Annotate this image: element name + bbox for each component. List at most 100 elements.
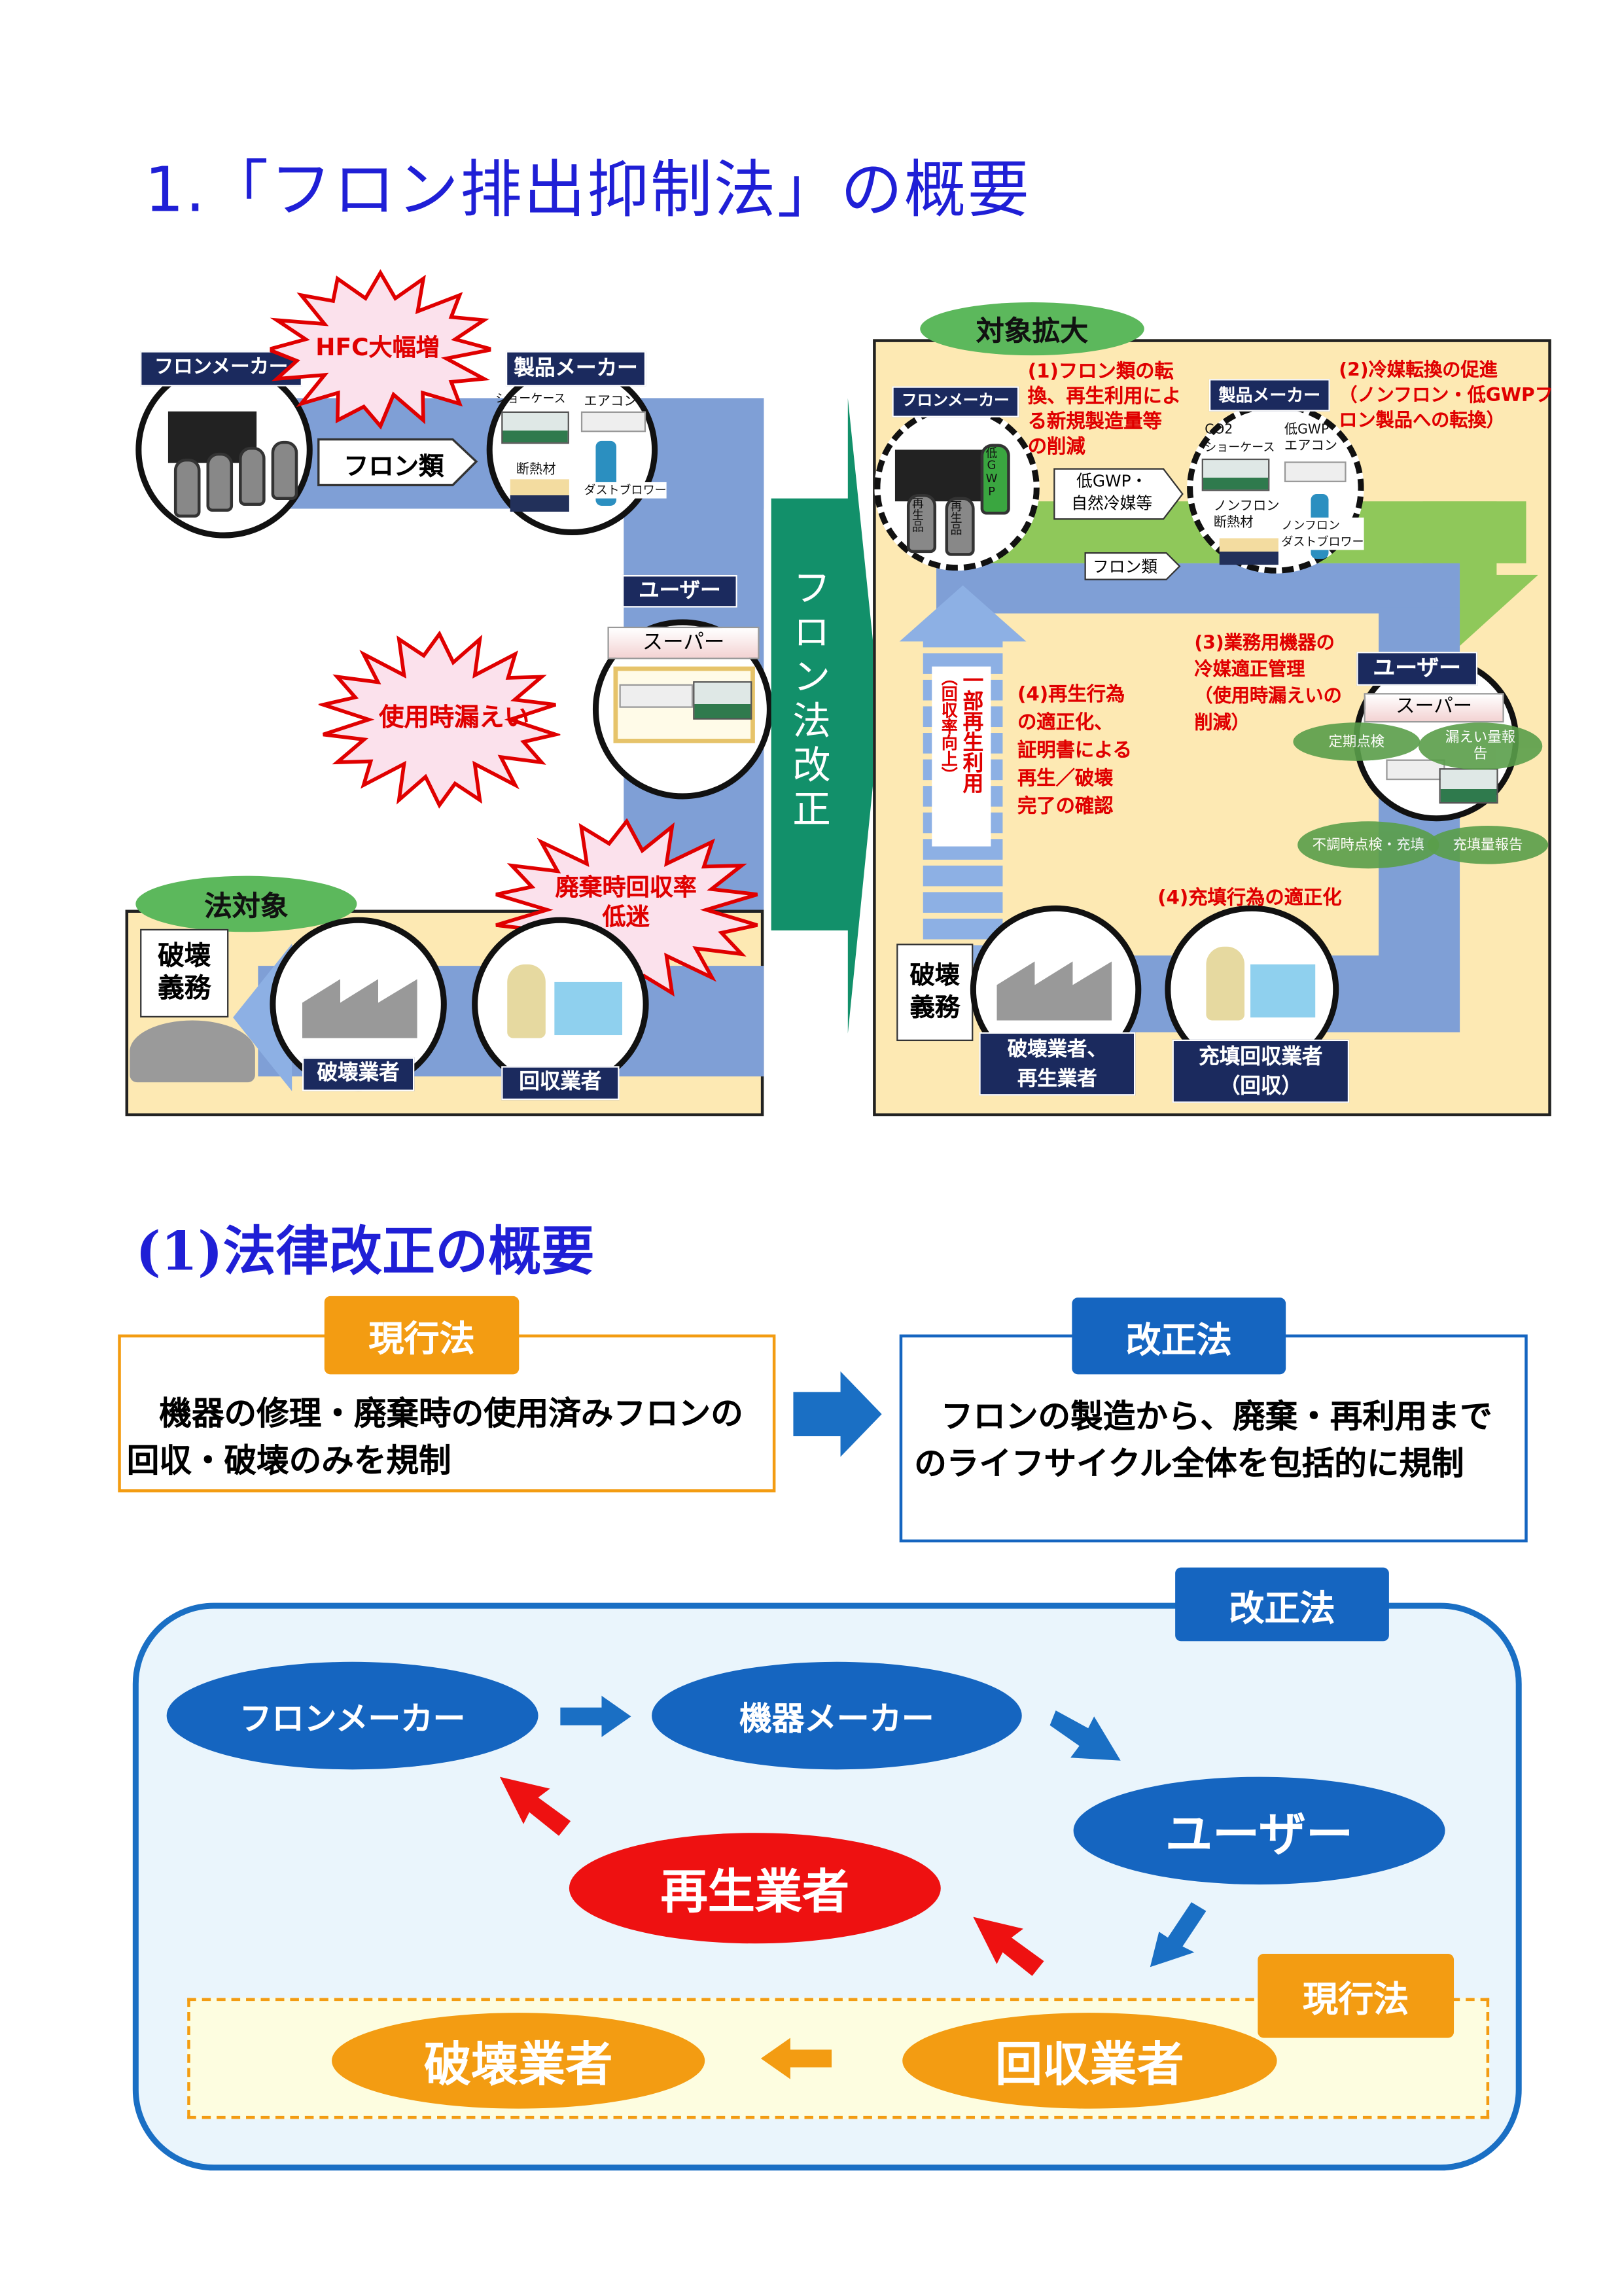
current-law-tab: 現行法 xyxy=(324,1296,520,1375)
text: 再生業者 xyxy=(1017,1067,1097,1091)
destroy-duty-box: 破壊義務 xyxy=(140,928,229,1017)
text: 破壊 xyxy=(158,940,211,972)
text: 破壊 xyxy=(909,961,961,991)
revision-arrow-label: フロン法改正 xyxy=(786,567,830,834)
destroy-duty-box: 破壊義務 xyxy=(896,944,974,1042)
insulation-icon xyxy=(1219,538,1278,565)
freon-arrow: フロン類 xyxy=(1084,552,1181,581)
text: （回収） xyxy=(1219,1074,1302,1099)
gas-cylinder-icon xyxy=(271,440,298,500)
text: 低GWP xyxy=(1284,423,1330,438)
text: 冷媒適正管理 xyxy=(1194,658,1305,680)
check-leak-report: 漏えい量報告 xyxy=(1418,722,1543,770)
arrow-shape xyxy=(1084,552,1181,580)
text: 換、再生利用によ xyxy=(1027,386,1182,409)
flow-user[interactable]: ユーザー xyxy=(1073,1776,1445,1885)
aircon-icon xyxy=(619,684,694,708)
current-law-text: 機器の修理・廃棄時の使用済みフロンの回収・破壊のみを規制 xyxy=(126,1394,743,1481)
flow-destroyer[interactable]: 破壊業者 xyxy=(332,2013,705,2109)
text: 削減） xyxy=(1194,711,1250,733)
flow-recoverer[interactable]: 回収業者 xyxy=(902,2013,1277,2109)
product-label: CO2 ショーケース xyxy=(1205,423,1275,456)
check-malfunction: 不調時点検・充填 xyxy=(1297,821,1439,869)
aircon-icon xyxy=(580,411,646,433)
text: の適正化、 xyxy=(1017,712,1114,735)
product-label: ダストブロワー xyxy=(584,482,667,499)
text: (3)業務用機器の xyxy=(1194,631,1335,654)
text: 充填回収業者 xyxy=(1199,1045,1323,1069)
text: の削減 xyxy=(1027,436,1085,459)
aircon-icon xyxy=(1284,461,1347,482)
text: 再生品 xyxy=(911,497,925,533)
low-gwp-cylinder-icon: 低GWP xyxy=(980,444,1010,515)
worker-icon xyxy=(1206,946,1245,1021)
check-fill-report: 充填量報告 xyxy=(1427,826,1549,864)
burst-leak-text: 使用時漏えい xyxy=(379,703,530,733)
burst-recovery-text: 廃棄時回収率低迷 xyxy=(519,873,733,932)
starburst-shape xyxy=(318,630,561,809)
text: 低GWP xyxy=(985,446,998,499)
text: 断熱材 xyxy=(1213,516,1254,531)
flow-freon-maker[interactable]: フロンメーカー xyxy=(166,1661,538,1770)
gas-cylinder-icon xyxy=(206,452,234,512)
recoverer-circle xyxy=(472,917,649,1091)
freon-maker-circle: 低GWP 再生品 再生品 xyxy=(874,405,1040,571)
showcase-icon xyxy=(693,681,752,720)
flow-revised-tab: 改正法 xyxy=(1175,1567,1389,1642)
supermarket-banner: スーパー xyxy=(607,626,760,660)
scope-expand-badge: 対象拡大 xyxy=(920,302,1144,356)
recycle-label-main: 一部再生利用 xyxy=(960,669,984,794)
text: 自然冷媒等 xyxy=(1071,493,1153,514)
showcase-icon xyxy=(501,411,569,444)
text: 破壊業者、 xyxy=(1007,1038,1107,1062)
text: エアコン xyxy=(1284,439,1338,455)
text: （使用時漏えいの xyxy=(1194,684,1342,707)
burst-hfc xyxy=(270,269,491,430)
burst-leak xyxy=(318,630,561,809)
destroyer-recycler-label: 破壊業者、再生業者 xyxy=(979,1032,1136,1096)
showcase-icon xyxy=(1439,768,1498,804)
arrow-shape xyxy=(317,438,478,487)
gas-cylinder-icon xyxy=(173,458,201,518)
text: (2)冷媒転換の促進 xyxy=(1339,358,1498,381)
low-gwp-arrow-label: 低GWP・自然冷媒等 xyxy=(1062,470,1162,515)
factory-icon xyxy=(302,979,417,1038)
recycled-cylinder-icon: 再生品 xyxy=(906,493,937,554)
filler-recoverer-label: 充填回収業者 （回収） xyxy=(1172,1039,1350,1103)
right-arrow-icon xyxy=(793,1371,882,1457)
text: CO2 xyxy=(1205,423,1233,438)
arrow-left-icon xyxy=(760,2038,832,2079)
text: 低迷 xyxy=(602,902,650,931)
low-gwp-arrow: 低GWP・自然冷媒等 xyxy=(1053,467,1186,520)
note-2: (2)冷媒転換の促進（ノンフロン・低GWPフロン製品への転換） xyxy=(1339,357,1553,432)
flow-recycler[interactable]: 再生業者 xyxy=(569,1833,941,1944)
flow-device-maker[interactable]: 機器メーカー xyxy=(652,1661,1022,1770)
recycle-label-sub: （回収率向上） xyxy=(939,669,959,783)
product-maker-circle: ショーケース エアコン 断熱材 ダストブロワー xyxy=(486,364,667,536)
section-title: (1)法律改正の概要 xyxy=(135,1220,595,1283)
starburst-shape xyxy=(270,269,491,430)
note-4: (4)再生行為の適正化、証明書による再生／破壊完了の確認 xyxy=(1017,681,1132,821)
check-periodic: 定期点検 xyxy=(1293,722,1420,761)
text: 義務 xyxy=(158,973,211,1004)
worker-icon xyxy=(507,964,546,1038)
insulation-icon xyxy=(510,479,569,512)
freon-maker-label: フロンメーカー xyxy=(892,386,1019,417)
revision-arrow xyxy=(771,398,881,1034)
recoverer-label: 回収業者 xyxy=(501,1066,620,1101)
recycled-cylinder-icon: 再生品 xyxy=(945,497,975,556)
law-target-badge: 法対象 xyxy=(135,875,357,932)
destroyer-label: 破壊業者 xyxy=(302,1057,415,1091)
text: ノンフロン xyxy=(1281,519,1340,533)
note-3: (3)業務用機器の冷媒適正管理 （使用時漏えいの削減） xyxy=(1194,629,1341,735)
text: 再生／破壊 xyxy=(1017,768,1114,790)
note-1: (1)フロン類の転換、再生利用による新規製造量等の削減 xyxy=(1028,360,1181,460)
text: ショーケース xyxy=(1205,440,1275,455)
product-maker-label: 製品メーカー xyxy=(505,351,646,387)
gas-cylinder-icon xyxy=(239,446,266,506)
recycle-label: 一部再生利用 （回収率向上） xyxy=(932,666,991,847)
revised-law-tab: 改正法 xyxy=(1072,1298,1286,1375)
arrow-down-right-icon xyxy=(1049,1710,1121,1761)
